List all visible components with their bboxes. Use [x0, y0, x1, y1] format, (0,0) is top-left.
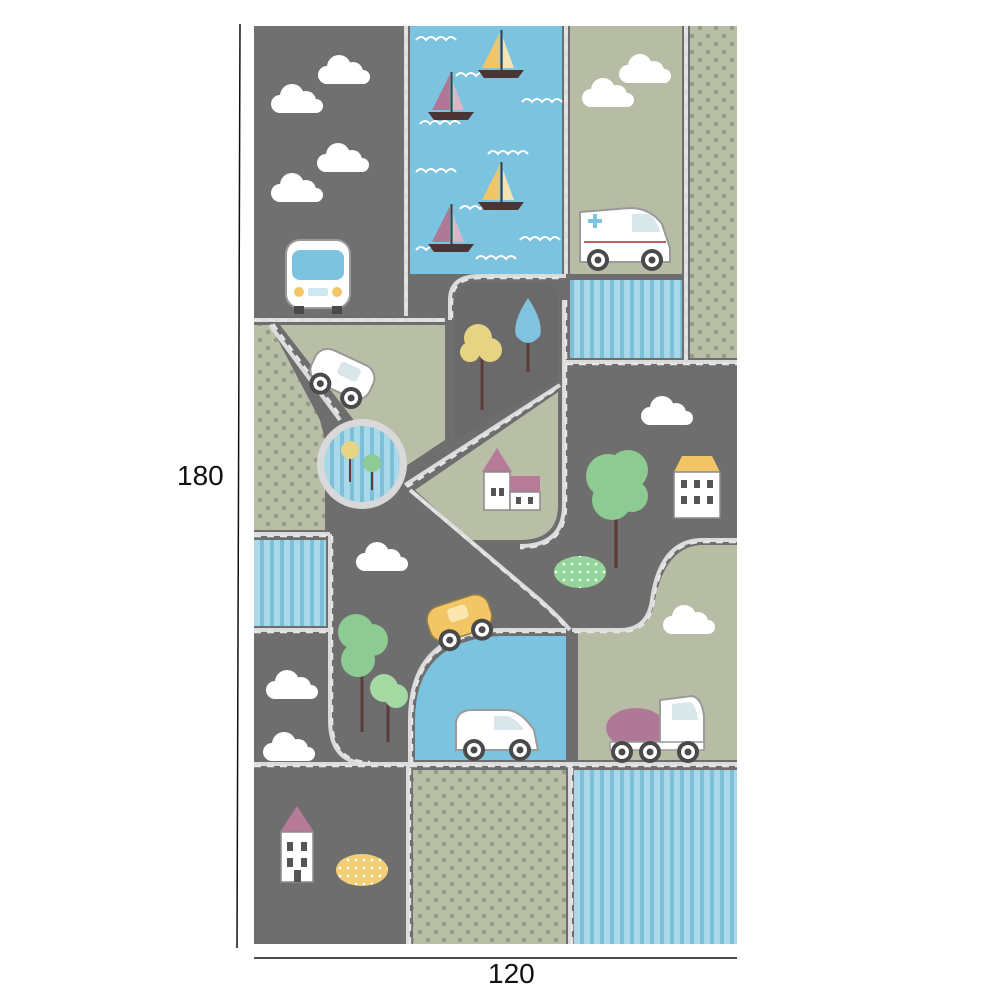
tree-icon [586, 450, 648, 568]
height-dimension-label: 180 [177, 460, 224, 491]
tree-icon [363, 454, 381, 490]
house-icon [280, 806, 314, 883]
bush-icon [336, 854, 388, 886]
road-dashes [254, 30, 737, 944]
stripes-panel [574, 770, 737, 944]
car-icon [305, 347, 376, 413]
dots-panel [690, 26, 737, 358]
mixer-truck-icon [606, 694, 705, 763]
building-icon [673, 456, 721, 519]
width-dimension-label: 120 [488, 958, 535, 989]
bush-icon [554, 556, 606, 588]
tree-icon [341, 441, 359, 482]
height-dimension-line [236, 23, 241, 949]
house-icon [482, 448, 541, 511]
tree-icon [515, 298, 541, 372]
car-icon [426, 593, 496, 655]
tree-icon [460, 324, 502, 410]
dots-panel [254, 325, 325, 530]
tree-icon [370, 674, 408, 742]
tree-icon [338, 614, 388, 732]
stripes-panel [254, 540, 326, 626]
bus-icon [285, 239, 351, 314]
roundabout-center [324, 426, 400, 502]
van-icon [455, 709, 540, 761]
dots-panel [413, 770, 566, 944]
stripes-panel [570, 280, 682, 358]
ambulance-icon [579, 206, 671, 271]
